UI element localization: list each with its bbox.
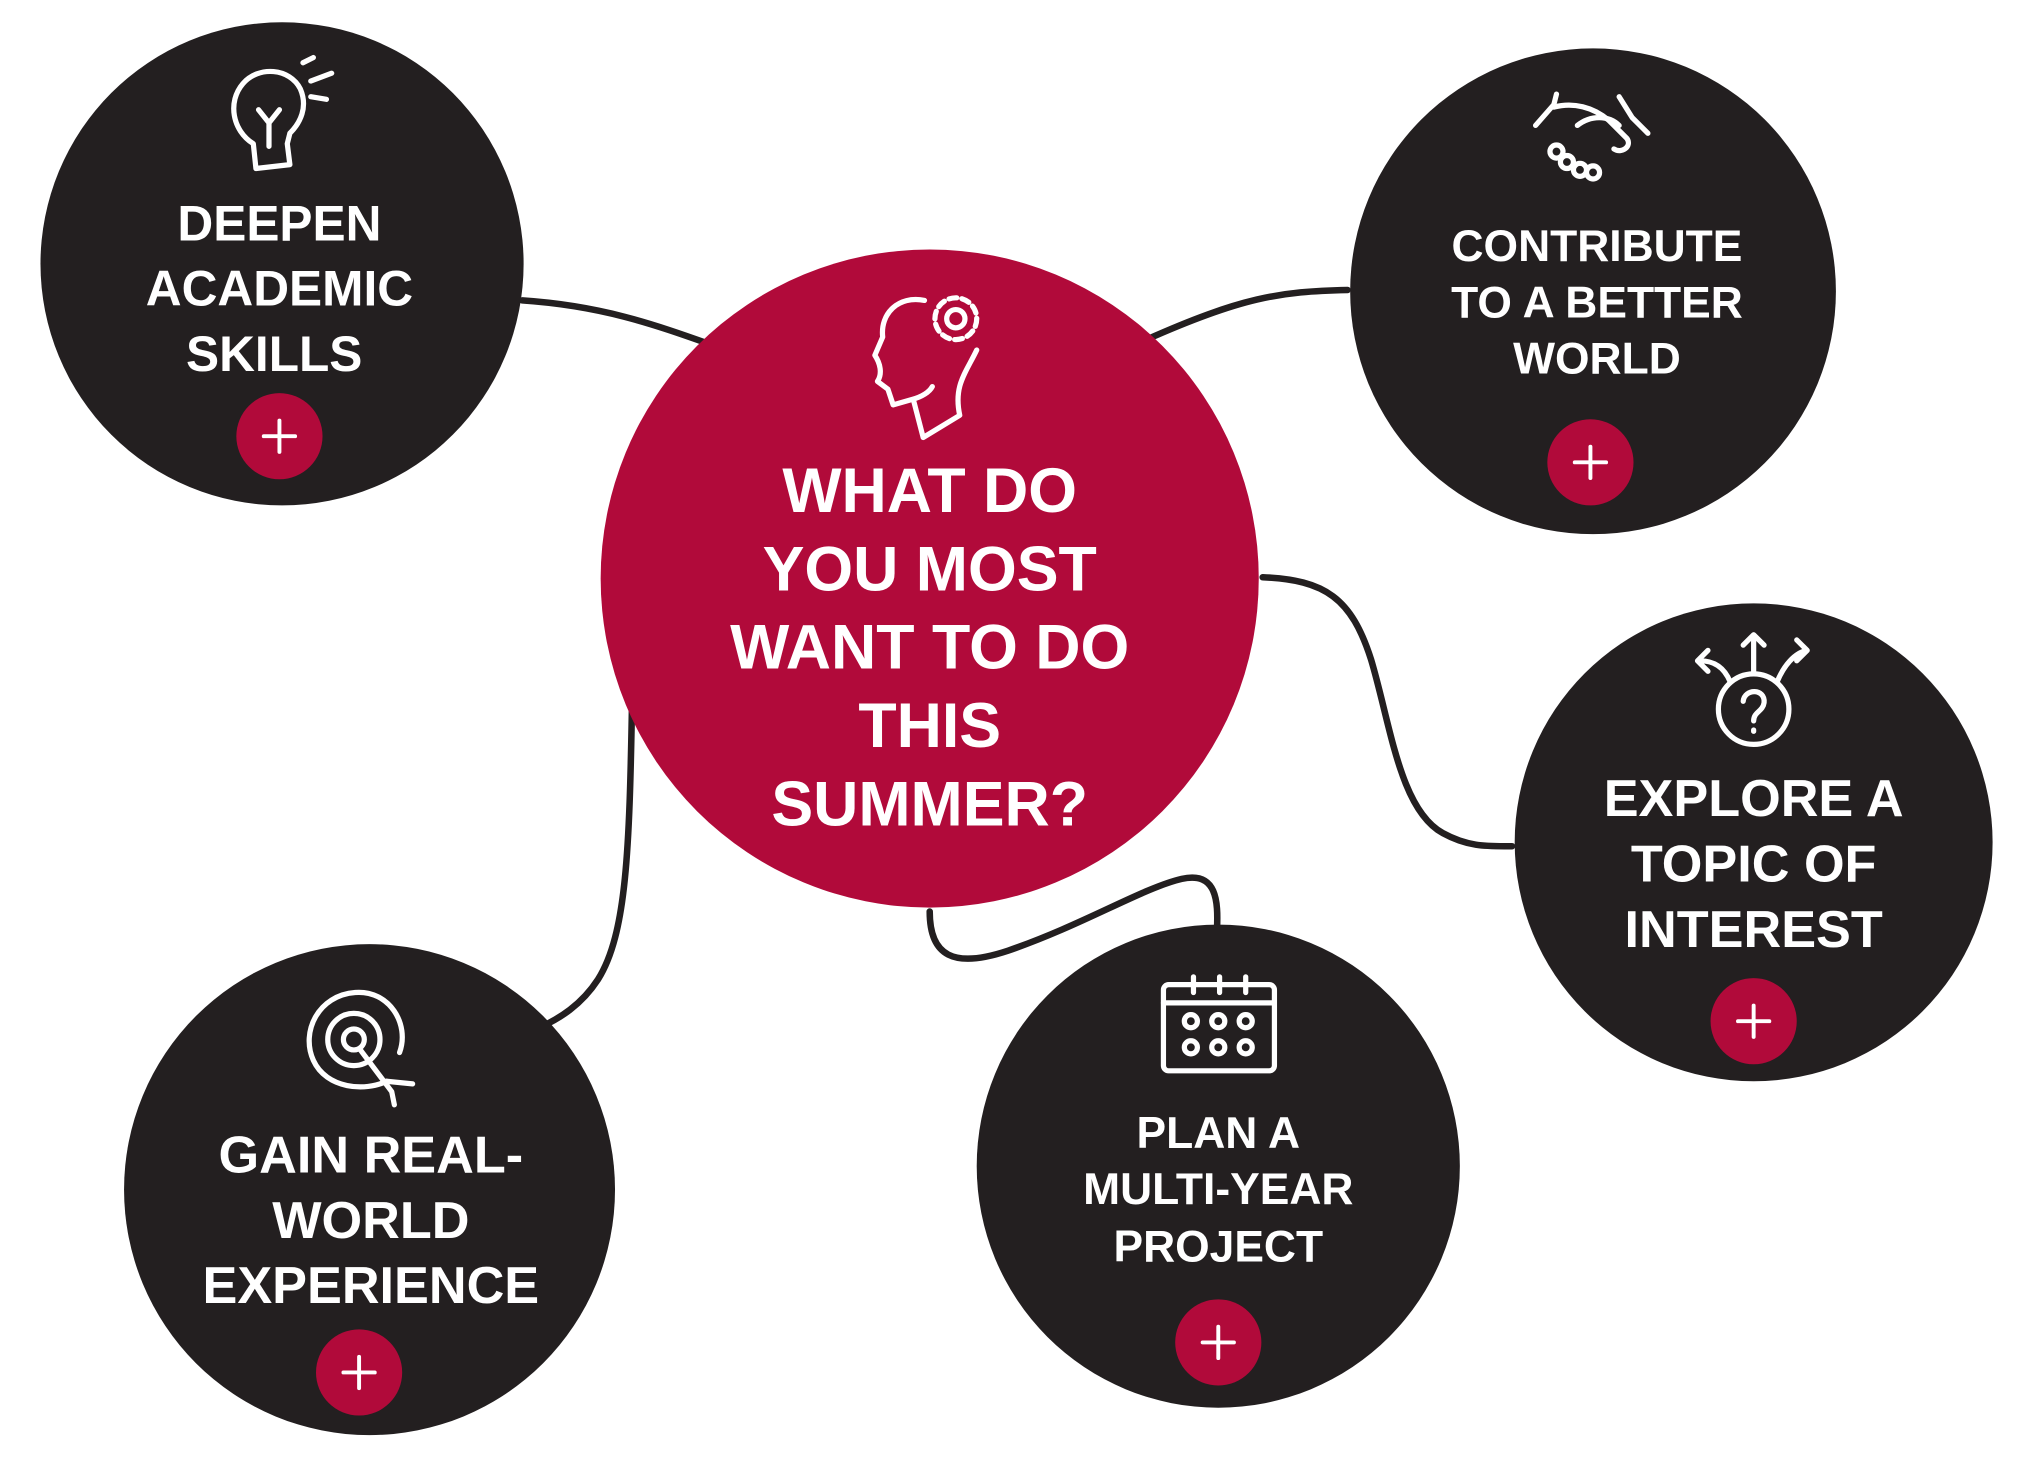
lightbulb-icon bbox=[231, 54, 335, 172]
plus-icon bbox=[341, 1354, 377, 1391]
center-line-3: WANT TO DO bbox=[730, 613, 1129, 683]
connector-explore bbox=[1259, 573, 1516, 850]
gain-expand-button[interactable] bbox=[315, 1329, 403, 1416]
connector-contribute bbox=[1143, 286, 1351, 343]
center-line-2: YOU MOST bbox=[763, 534, 1097, 604]
node-deepen-academic-skills: DEEPEN ACADEMIC SKILLS bbox=[40, 22, 524, 506]
plan-line-2: MULTI-YEAR bbox=[1083, 1165, 1353, 1214]
center-question-node: WHAT DO YOU MOST WANT TO DO THIS SUMMER? bbox=[600, 249, 1259, 908]
center-line-4: THIS bbox=[858, 691, 1001, 761]
plan-expand-button[interactable] bbox=[1175, 1299, 1262, 1386]
calendar-icon bbox=[1160, 974, 1278, 1074]
gain-line-3: EXPERIENCE bbox=[203, 1257, 540, 1315]
contribute-expand-button[interactable] bbox=[1547, 419, 1634, 506]
contribute-line-3: WORLD bbox=[1513, 335, 1681, 384]
deepen-line-2: ACADEMIC bbox=[146, 261, 413, 317]
node-explore-topic: EXPLORE A TOPIC OF INTEREST bbox=[1514, 603, 1993, 1082]
deepen-line-1: DEEPEN bbox=[177, 195, 381, 251]
contribute-line-1: CONTRIBUTE bbox=[1452, 222, 1743, 271]
explore-line-3: INTEREST bbox=[1625, 901, 1883, 959]
node-contribute-better-world: CONTRIBUTE TO A BETTER WORLD bbox=[1350, 48, 1836, 535]
center-line-5: SUMMER? bbox=[771, 769, 1088, 839]
plus-icon bbox=[261, 418, 298, 454]
contribute-line-2: TO A BETTER bbox=[1451, 278, 1743, 327]
plus-icon bbox=[1736, 1003, 1772, 1039]
connector-gain bbox=[538, 701, 636, 1030]
explore-expand-button[interactable] bbox=[1710, 978, 1797, 1065]
head-gear-icon bbox=[872, 295, 980, 441]
node-gain-real-world-experience: GAIN REAL- WORLD EXPERIENCE bbox=[124, 944, 616, 1436]
gain-line-1: GAIN REAL- bbox=[219, 1127, 524, 1185]
plus-icon bbox=[1572, 444, 1609, 480]
deepen-line-3: SKILLS bbox=[186, 326, 362, 382]
connector-deepen bbox=[519, 297, 715, 349]
center-line-1: WHAT DO bbox=[782, 456, 1077, 526]
connector-plan bbox=[926, 874, 1221, 962]
explore-line-1: EXPLORE A bbox=[1604, 770, 1904, 828]
explore-line-2: TOPIC OF bbox=[1631, 835, 1877, 893]
handshake-icon bbox=[1532, 91, 1651, 182]
question-arrows-icon bbox=[1694, 632, 1810, 747]
plus-icon bbox=[1200, 1324, 1236, 1361]
target-icon bbox=[306, 989, 416, 1108]
plan-line-1: PLAN A bbox=[1137, 1109, 1301, 1158]
deepen-expand-button[interactable] bbox=[236, 393, 323, 480]
node-plan-multi-year-project: PLAN A MULTI-YEAR PROJECT bbox=[976, 924, 1460, 1408]
plan-line-3: PROJECT bbox=[1113, 1222, 1323, 1271]
gain-line-2: WORLD bbox=[272, 1192, 469, 1250]
